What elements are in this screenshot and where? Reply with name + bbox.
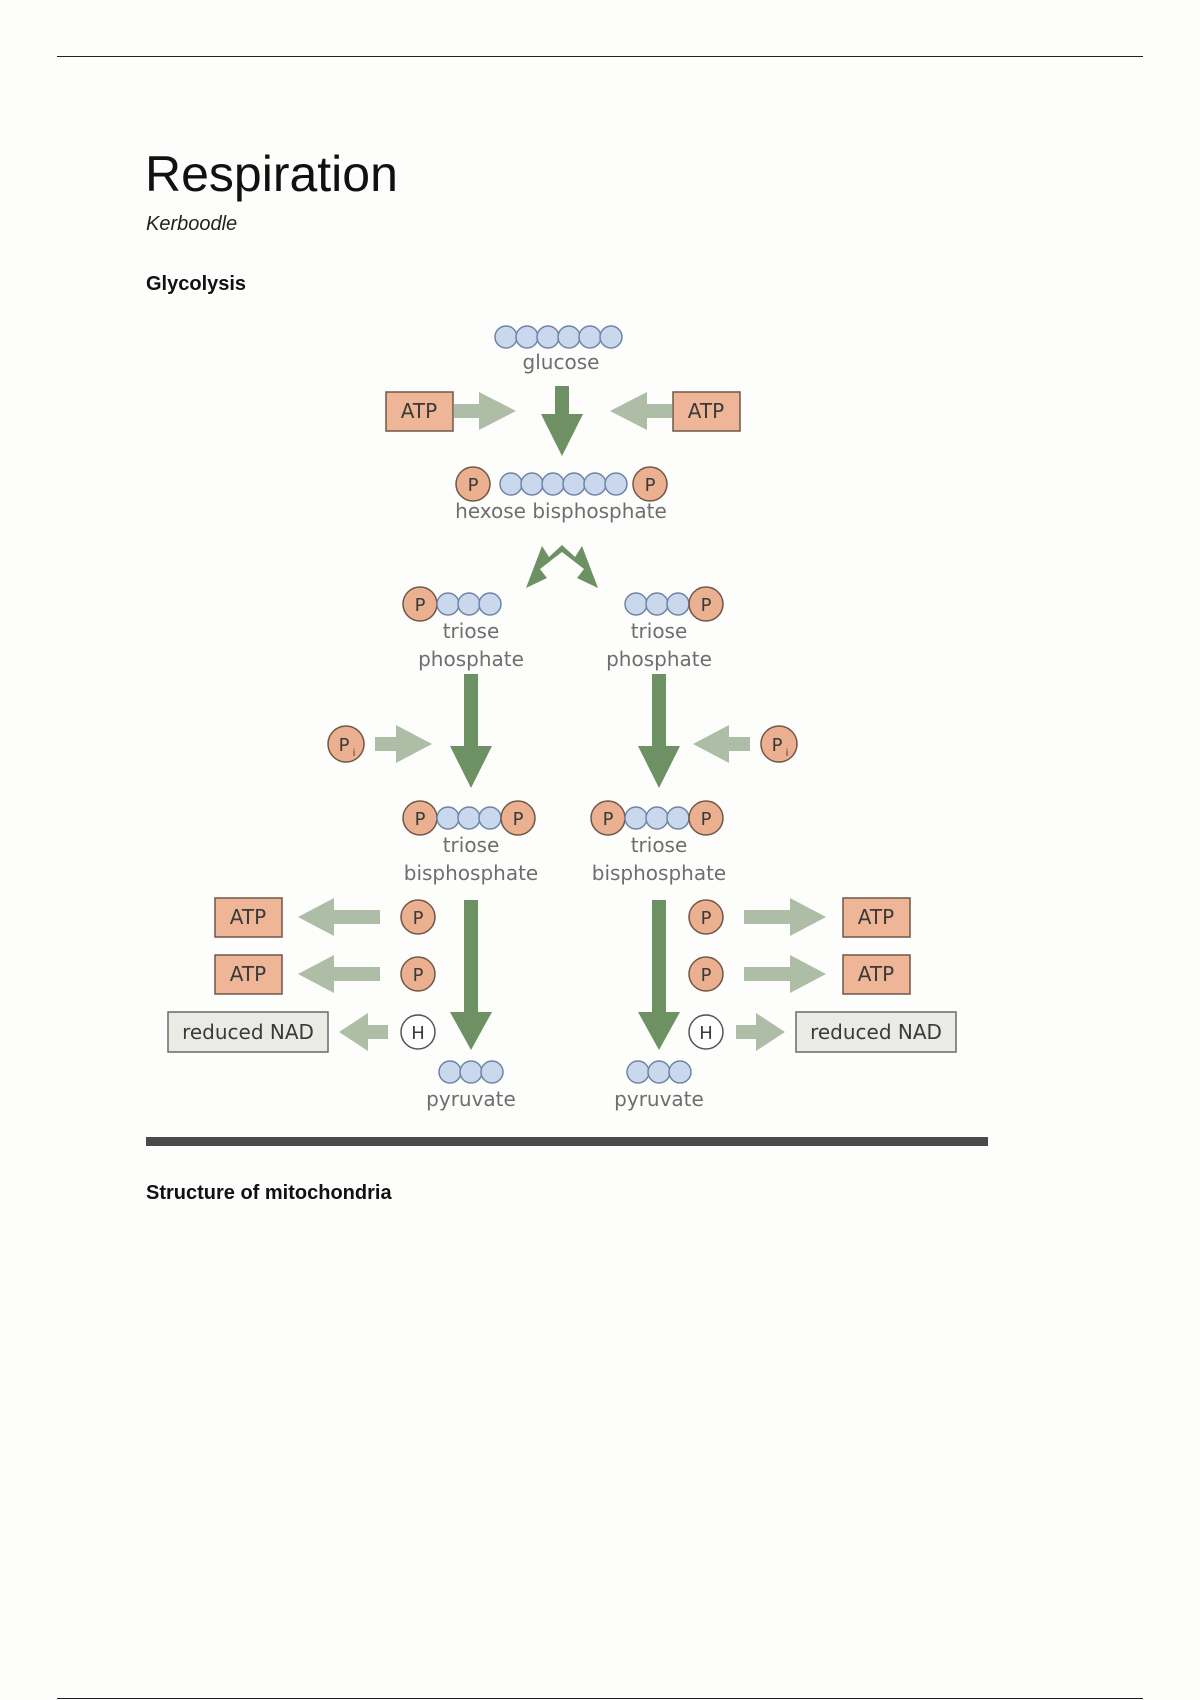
triose-bisphosphate-molecule-right: P P xyxy=(590,800,724,836)
phosphate-released-right-1: P xyxy=(688,899,724,935)
arrow-nad-out-left xyxy=(339,1013,388,1051)
triose-phosphate-molecule-right: P xyxy=(624,586,724,622)
arrow-atp-out-right-1 xyxy=(744,898,826,936)
phosphate-label: P xyxy=(701,908,712,929)
reduced-nad-box-right: reduced NAD xyxy=(795,1011,957,1053)
section-heading-mitochondria: Structure of mitochondria xyxy=(146,1182,392,1204)
arrow-split xyxy=(526,545,598,588)
inorganic-phosphate-subscript: i xyxy=(786,748,789,759)
arrow-to-pyruvate-left xyxy=(450,900,492,1050)
triose-phosphate-label-line1: triose xyxy=(443,619,500,643)
source-attribution: Kerboodle xyxy=(146,213,238,235)
atp-label: ATP xyxy=(858,962,894,986)
hexose-bisphosphate-label: hexose bisphosphate xyxy=(455,499,667,523)
glucose-label: glucose xyxy=(523,350,600,374)
arrow-to-pyruvate-right xyxy=(638,900,680,1050)
arrow-to-triose-bisphosphate-right xyxy=(638,674,680,788)
triose-bisphosphate-label-line2: bisphosphate xyxy=(404,861,538,885)
reduced-nad-box-left: reduced NAD xyxy=(167,1011,329,1053)
atp-box-output-left-2: ATP xyxy=(214,954,283,995)
triose-phosphate-label-line2: phosphate xyxy=(418,647,524,671)
atp-box-input-right: ATP xyxy=(672,391,741,432)
arrow-atp-out-left-2 xyxy=(298,955,380,993)
hydrogen-label: H xyxy=(699,1023,713,1044)
top-rule xyxy=(57,56,1143,57)
atp-label: ATP xyxy=(858,905,894,929)
pyruvate-label: pyruvate xyxy=(426,1087,516,1111)
hydrogen-label: H xyxy=(411,1023,425,1044)
page-title: Respiration xyxy=(145,146,398,202)
inorganic-phosphate-label: P xyxy=(339,735,350,756)
triose-phosphate-label-line2: phosphate xyxy=(606,647,712,671)
inorganic-phosphate-right: P i xyxy=(760,725,798,763)
phosphate-label: P xyxy=(415,595,426,616)
triose-bisphosphate-label-line2: bisphosphate xyxy=(592,861,726,885)
phosphate-label: P xyxy=(415,809,426,830)
atp-box-input-left: ATP xyxy=(385,391,454,432)
pyruvate-molecule-right xyxy=(626,1060,692,1084)
arrow-pi-in-right xyxy=(693,725,750,763)
arrow-to-triose-bisphosphate-left xyxy=(450,674,492,788)
arrow-atp-in-right xyxy=(610,392,672,430)
phosphate-label: P xyxy=(701,809,712,830)
hydrogen-left: H xyxy=(400,1014,436,1050)
atp-box-output-left-1: ATP xyxy=(214,897,283,938)
arrow-pi-in-left xyxy=(375,725,432,763)
inorganic-phosphate-left: P i xyxy=(327,725,365,763)
phosphate-released-right-2: P xyxy=(688,956,724,992)
glycolysis-diagram: glucose ATP ATP P P hexose bisphosphate xyxy=(146,306,988,1146)
triose-phosphate-label-line1: triose xyxy=(631,619,688,643)
atp-label: ATP xyxy=(230,905,266,929)
triose-phosphate-molecule-left: P xyxy=(402,586,502,622)
phosphate-label: P xyxy=(645,475,656,496)
arrow-atp-out-right-2 xyxy=(744,955,826,993)
atp-label: ATP xyxy=(688,399,724,423)
phosphate-label: P xyxy=(468,475,479,496)
glucose-molecule xyxy=(494,325,623,349)
reduced-nad-label: reduced NAD xyxy=(182,1020,314,1044)
pyruvate-label: pyruvate xyxy=(614,1087,704,1111)
inorganic-phosphate-subscript: i xyxy=(353,748,356,759)
phosphate-label: P xyxy=(413,965,424,986)
arrow-atp-out-left-1 xyxy=(298,898,380,936)
arrow-atp-in-left xyxy=(454,392,516,430)
atp-box-output-right-1: ATP xyxy=(842,897,911,938)
phosphate-label: P xyxy=(513,809,524,830)
phosphate-label: P xyxy=(413,908,424,929)
atp-box-output-right-2: ATP xyxy=(842,954,911,995)
figure-bottom-border xyxy=(146,1137,988,1146)
hexose-bisphosphate-molecule: P P xyxy=(455,466,668,502)
pyruvate-molecule-left xyxy=(438,1060,504,1084)
hydrogen-right: H xyxy=(688,1014,724,1050)
inorganic-phosphate-label: P xyxy=(772,735,783,756)
atp-label: ATP xyxy=(401,399,437,423)
reduced-nad-label: reduced NAD xyxy=(810,1020,942,1044)
triose-bisphosphate-label-line1: triose xyxy=(443,833,500,857)
arrow-glucose-down xyxy=(541,386,583,456)
atp-label: ATP xyxy=(230,962,266,986)
triose-bisphosphate-molecule-left: P P xyxy=(402,800,536,836)
phosphate-label: P xyxy=(701,965,712,986)
phosphate-label: P xyxy=(603,809,614,830)
phosphate-released-left-2: P xyxy=(400,956,436,992)
phosphate-released-left-1: P xyxy=(400,899,436,935)
phosphate-label: P xyxy=(701,595,712,616)
triose-bisphosphate-label-line1: triose xyxy=(631,833,688,857)
section-heading-glycolysis: Glycolysis xyxy=(146,273,247,295)
arrow-nad-out-right xyxy=(736,1013,785,1051)
bottom-rule xyxy=(57,1698,1143,1699)
